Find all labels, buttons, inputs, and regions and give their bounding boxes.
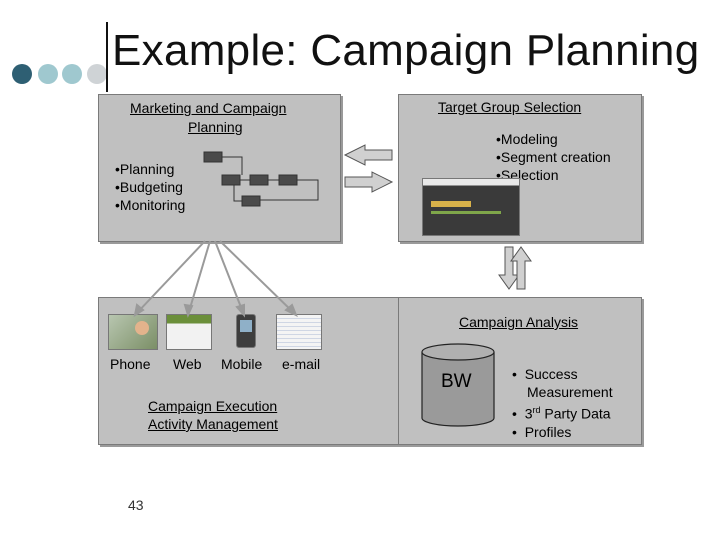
title-divider — [106, 22, 108, 92]
analysis-list: • Success Measurement • 3rd Party Data •… — [512, 365, 613, 441]
channel-label-web: Web — [173, 356, 202, 372]
target-list-item: •Modeling — [496, 131, 558, 147]
planning-heading-line1: Marketing and Campaign — [130, 100, 287, 116]
planning-list: •Planning •Budgeting •Monitoring — [115, 160, 185, 214]
decor-dot-mid-1 — [38, 64, 58, 84]
arrow-up — [510, 246, 532, 290]
mobile-device-image — [236, 314, 256, 348]
planning-list-item: •Budgeting — [115, 179, 183, 195]
segmentation-screenshot-thumbnail — [422, 178, 520, 236]
execution-caption-line1: Campaign Execution — [148, 398, 278, 414]
decor-dot-light — [87, 64, 107, 84]
planning-flowchart-icon — [203, 151, 319, 207]
decor-dot-mid-2 — [62, 64, 82, 84]
channel-label-email: e-mail — [282, 356, 321, 372]
target-list-item: •Segment creation — [496, 149, 611, 165]
analysis-list-item: • Profiles — [512, 423, 572, 440]
planning-list-item: •Monitoring — [115, 197, 186, 213]
email-screenshot-thumbnail — [276, 314, 322, 350]
decor-dot-dark — [12, 64, 32, 84]
execution-caption-line2: Activity Management — [148, 416, 278, 432]
slide-title: Example: Campaign Planning — [112, 26, 700, 75]
analysis-list-item: • Success — [512, 366, 578, 382]
planning-list-item: •Planning — [115, 161, 175, 177]
analysis-list-item-continuation: Measurement — [527, 384, 613, 400]
phone-agent-photo — [108, 314, 158, 350]
arrow-down — [498, 246, 520, 290]
channel-label-phone: Phone — [110, 356, 151, 372]
planning-box — [98, 94, 341, 242]
bw-label-overlay: BW — [441, 371, 472, 392]
target-heading: Target Group Selection — [438, 99, 582, 115]
analysis-heading: Campaign Analysis — [459, 314, 579, 330]
bw-database-icon — [421, 343, 495, 427]
planning-heading-line2: Planning — [188, 119, 243, 135]
arrow-left-to-planning — [343, 144, 393, 166]
arrow-right-to-target — [344, 171, 394, 193]
target-list: •Modeling •Segment creation •Selection — [496, 130, 611, 184]
planning-to-channel-lines — [133, 240, 298, 318]
channel-label-mobile: Mobile — [221, 356, 263, 372]
analysis-list-item: • 3rd Party Data — [512, 405, 611, 422]
page-number: 43 — [128, 497, 144, 513]
